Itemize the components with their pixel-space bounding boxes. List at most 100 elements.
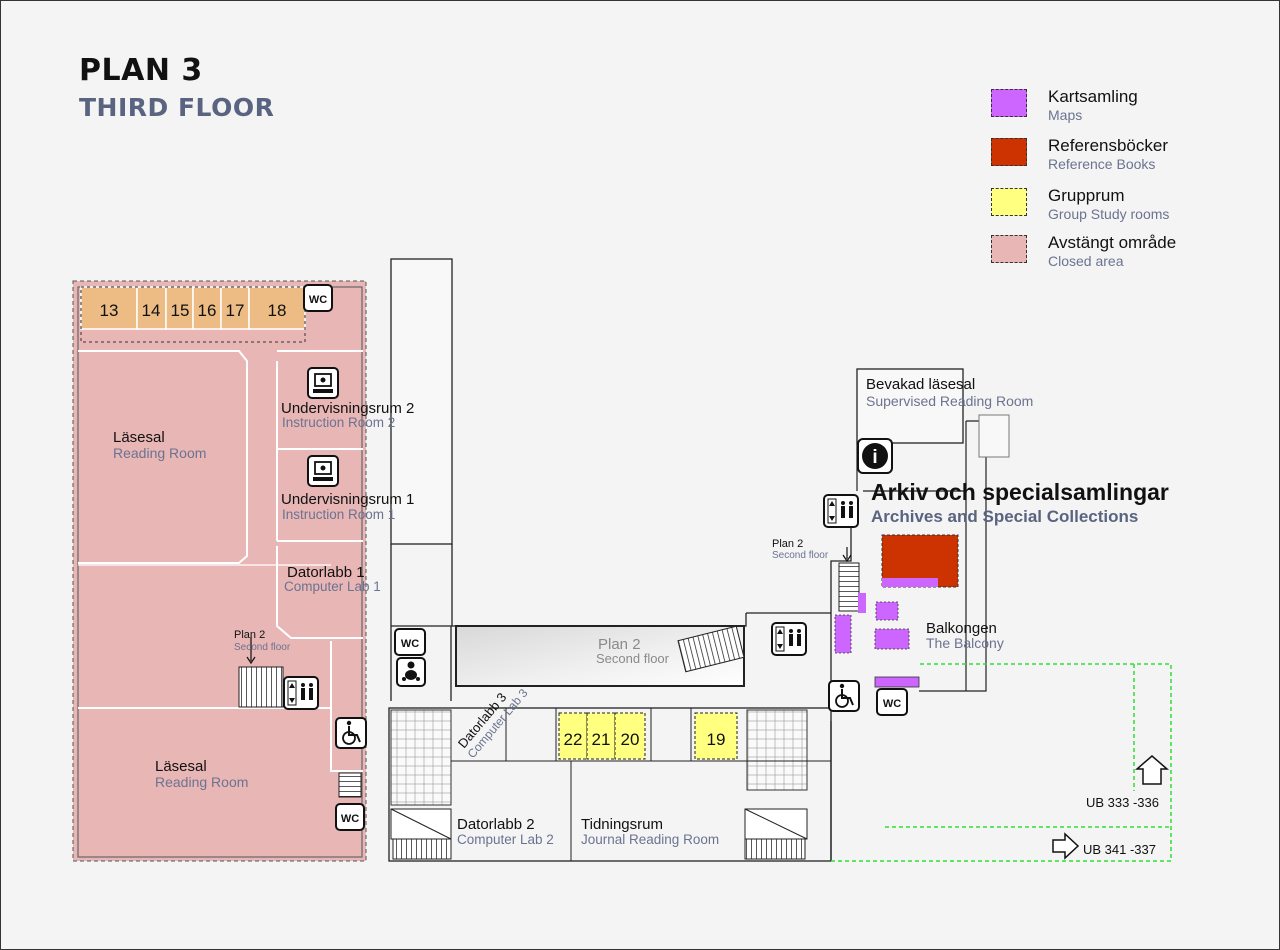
- room-label: Datorlabb 2: [457, 816, 535, 833]
- room-label: Balkongen: [926, 620, 997, 637]
- info-label: i: [872, 447, 877, 468]
- restroom-floor: [390, 709, 452, 806]
- legend-swatch-reference: [991, 138, 1027, 166]
- stairs-icon: [338, 772, 362, 798]
- archives-title: Arkiv och specialsamlingar: [871, 479, 1169, 505]
- wc-label: WC: [341, 813, 359, 825]
- group-room-14: [136, 286, 167, 330]
- legend-label: Grupprum: [1048, 186, 1125, 205]
- archives-subtitle: Archives and Special Collections: [871, 507, 1138, 526]
- wc-label: WC: [401, 638, 419, 650]
- group-room-label: 14: [142, 301, 161, 320]
- atrium-label: Plan 2: [598, 636, 641, 653]
- elevator-icon: [283, 676, 319, 710]
- arrow-right-icon: [1052, 832, 1080, 860]
- room-label: Läsesal: [155, 758, 207, 775]
- legend-label: Kartsamling: [1048, 87, 1138, 106]
- stairs-label: Plan 2: [772, 538, 803, 550]
- collection-zones: [834, 534, 959, 688]
- central-walls: [388, 258, 1010, 862]
- maps-zone: [875, 601, 899, 621]
- group-room-20: [614, 712, 646, 760]
- connector-walls: [746, 501, 852, 861]
- room-label: Tidningsrum: [581, 816, 663, 833]
- legend-sublabel: Closed area: [1048, 253, 1124, 269]
- legend-label: Referensböcker: [1048, 136, 1169, 155]
- stairs-icon: [392, 838, 452, 860]
- room-sublabel: The Balcony: [926, 635, 1004, 651]
- stairs-sublabel: Second floor: [234, 642, 291, 653]
- group-room-label: 17: [226, 301, 245, 320]
- maps-zone: [882, 578, 938, 587]
- stairs-arrow: [842, 554, 852, 563]
- group-rooms-closed: 13 14 15 16 17 18: [80, 286, 306, 343]
- info-icon: i: [857, 438, 893, 474]
- wc-icon: WC: [303, 284, 333, 312]
- elevator-icon: [771, 622, 807, 656]
- room-sublabel: Reading Room: [155, 774, 248, 790]
- legend-sublabel: Group Study rooms: [1048, 206, 1170, 222]
- classroom-icon: [307, 367, 339, 399]
- maps-zone: [874, 628, 910, 650]
- room-label: Undervisningsrum 1: [281, 491, 414, 508]
- wc-label: WC: [883, 698, 901, 710]
- group-room-label: 18: [268, 301, 287, 320]
- room-sublabel: Computer Lab 2: [457, 832, 554, 847]
- legend-sublabel: Maps: [1048, 107, 1083, 123]
- group-room-19: [694, 712, 738, 760]
- group-room-label: 15: [171, 301, 190, 320]
- group-rooms-open: 22 21 20 19: [558, 712, 738, 760]
- stairs-label: Plan 2: [234, 629, 265, 641]
- stairs-arrow: [246, 656, 256, 665]
- wc-icon: WC: [394, 628, 426, 656]
- maps-zone: [874, 676, 920, 688]
- room-label: Läsesal: [113, 429, 165, 446]
- legend-label: Avstängt område: [1048, 233, 1177, 252]
- wc-icon: WC: [876, 688, 908, 716]
- stair-area-wall: [330, 641, 363, 772]
- room-sublabel: Journal Reading Room: [581, 832, 719, 847]
- maps-zone: [834, 614, 852, 654]
- wc-icon: WC: [335, 803, 365, 831]
- room-sublabel: Supervised Reading Room: [866, 393, 1033, 409]
- wheelchair-icon: [335, 717, 367, 749]
- legend-swatch-closed: [991, 235, 1027, 263]
- stairs-icon: [677, 625, 745, 673]
- supervised-room-walls: [856, 368, 964, 444]
- restroom-floor: [746, 709, 808, 791]
- corridor-walls: [451, 544, 747, 627]
- group-room-label: 13: [100, 301, 119, 320]
- group-rooms-closed-outline: [80, 286, 306, 343]
- classroom-icon: [307, 455, 339, 487]
- group-room-label: 21: [592, 730, 611, 749]
- reading-room-1-wall: [78, 350, 248, 564]
- group-room-label: 20: [621, 730, 640, 749]
- room-label: Undervisningsrum 2: [281, 400, 414, 417]
- stairs-icon: [744, 838, 806, 860]
- room-label: Bevakad läsesal: [866, 376, 975, 393]
- shaft-block: [390, 258, 453, 545]
- page-subtitle: THIRD FLOOR: [79, 93, 275, 122]
- wc-label: WC: [309, 294, 327, 306]
- south-block-walls: [451, 708, 831, 861]
- room-sublabel: Instruction Room 1: [282, 507, 395, 522]
- baby-change-icon: [396, 657, 426, 687]
- room-sublabel: Reading Room: [113, 445, 206, 461]
- group-room-label: 22: [564, 730, 583, 749]
- instruction-room-walls: [276, 350, 363, 639]
- annex-room: [978, 414, 1010, 458]
- stairs-sublabel: Second floor: [772, 550, 829, 561]
- group-room-label: 19: [707, 730, 726, 749]
- exit-label-up: UB 333 -336: [1086, 795, 1159, 810]
- group-room-15: [165, 286, 194, 330]
- atrium-sublabel: Second floor: [596, 651, 670, 666]
- legend-swatch-maps: [991, 89, 1027, 117]
- legend-sublabel: Reference Books: [1048, 156, 1156, 172]
- page-title: PLAN 3: [79, 53, 203, 88]
- room-sublabel: Computer Lab 1: [284, 579, 381, 594]
- wheelchair-icon: [828, 680, 860, 712]
- exit-label-right: UB 341 -337: [1083, 842, 1156, 857]
- exit-path: [831, 663, 1172, 862]
